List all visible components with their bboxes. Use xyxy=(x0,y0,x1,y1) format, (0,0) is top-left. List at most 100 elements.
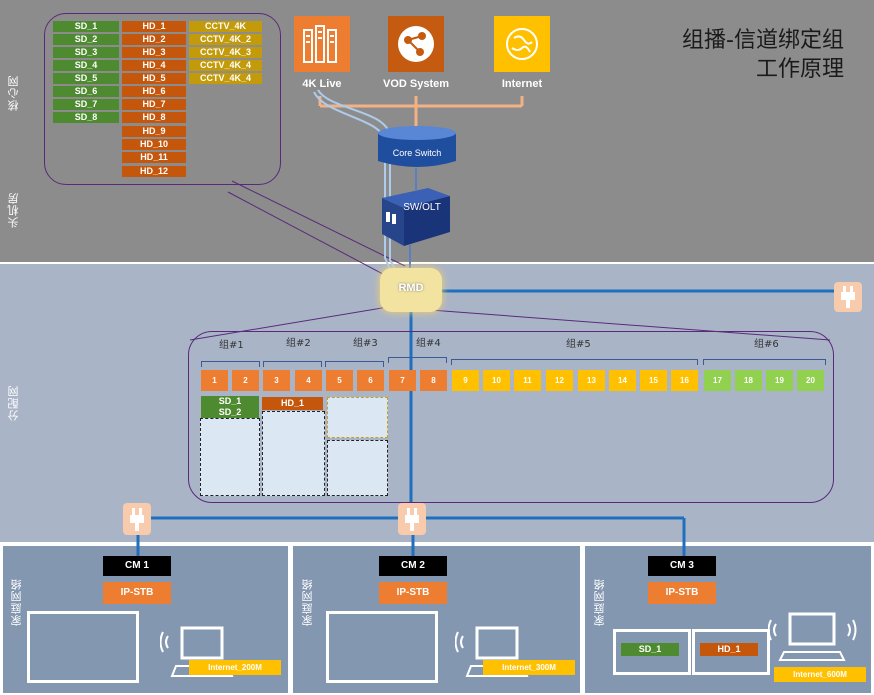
group-label-5: 组#5 xyxy=(566,339,591,350)
group3-spare-capacity-top xyxy=(327,397,388,438)
sd-channel-2: SD_2 xyxy=(53,34,119,45)
4k-live-label: 4K Live xyxy=(302,78,342,90)
hd-channel-8: HD_8 xyxy=(122,112,186,123)
group-label-3: 组#3 xyxy=(353,338,378,349)
hd-channel-4: HD_4 xyxy=(122,60,186,71)
right-tap-icon xyxy=(834,282,862,312)
internet-speed-2: Internet_300M xyxy=(483,660,575,675)
group-label-6: 组#6 xyxy=(754,339,779,350)
tv3b-channel: HD_1 xyxy=(700,643,758,656)
sd-channel-6: SD_6 xyxy=(53,86,119,97)
group-tile-16: 16 xyxy=(671,370,698,391)
tv-icon-3b xyxy=(692,629,770,675)
group-tile-8: 8 xyxy=(420,370,447,391)
ip-stb-3: IP-STB xyxy=(648,582,716,604)
internet-speed-3: Internet_600M xyxy=(774,667,866,682)
callout-line-1 xyxy=(231,180,406,267)
core-switch-icon xyxy=(378,126,456,167)
group-bracket-6 xyxy=(703,359,826,365)
group2-spare-capacity xyxy=(262,411,325,496)
sd-channel-8: SD_8 xyxy=(53,112,119,123)
group1-content-sd2: SD_2 xyxy=(201,407,259,418)
group-tile-7: 7 xyxy=(389,370,416,391)
hd-channel-2: HD_2 xyxy=(122,34,186,45)
hd-channel-6: HD_6 xyxy=(122,86,186,97)
group2-content-hd1: HD_1 xyxy=(262,397,323,410)
tap-icon-1 xyxy=(123,503,151,535)
callout-line-2 xyxy=(227,191,399,283)
sd-channel-4: SD_4 xyxy=(53,60,119,71)
internet-speed-1: Internet_200M xyxy=(189,660,281,675)
group-bracket-1 xyxy=(201,361,260,367)
group-callout-left xyxy=(189,304,401,341)
title-line-2: 工作原理 xyxy=(755,57,844,82)
cctv-channel-5: CCTV_4K_4 xyxy=(189,73,262,84)
cctv-channel-1: CCTV_4K xyxy=(189,21,262,32)
group-bracket-3 xyxy=(325,361,384,367)
sd-channel-3: SD_3 xyxy=(53,47,119,58)
group-tile-20: 20 xyxy=(797,370,824,391)
vod-system-label: VOD System xyxy=(382,78,450,90)
group-tile-17: 17 xyxy=(704,370,731,391)
group1-spare-capacity xyxy=(200,418,260,496)
cable-modem-1: CM 1 xyxy=(103,556,171,576)
group-tile-19: 19 xyxy=(766,370,793,391)
hd-channel-5: HD_5 xyxy=(122,73,186,84)
hd-channel-10: HD_10 xyxy=(122,139,186,150)
internet-icon xyxy=(494,16,550,72)
cctv-channel-4: CCTV_4K_4 xyxy=(189,60,262,71)
hd-channel-3: HD_3 xyxy=(122,47,186,58)
group-tile-12: 12 xyxy=(546,370,573,391)
group-bracket-4 xyxy=(388,357,447,363)
sd-channel-7: SD_7 xyxy=(53,99,119,110)
group-tile-3: 3 xyxy=(263,370,290,391)
group-tile-5: 5 xyxy=(326,370,353,391)
cable-modem-2: CM 2 xyxy=(379,556,447,576)
group-tile-6: 6 xyxy=(357,370,384,391)
group-label-1: 组#1 xyxy=(219,340,244,351)
vod-system-icon xyxy=(388,16,444,72)
group-label-4: 组#4 xyxy=(416,338,441,349)
internet-label: Internet xyxy=(501,78,543,90)
group-callout-right xyxy=(429,309,831,341)
group-tile-1: 1 xyxy=(201,370,228,391)
cctv-channel-2: CCTV_4K_2 xyxy=(189,34,262,45)
group-tile-13: 13 xyxy=(578,370,605,391)
hd-channel-7: HD_7 xyxy=(122,99,186,110)
group-tile-4: 4 xyxy=(295,370,322,391)
group-label-2: 组#2 xyxy=(286,338,311,349)
group-panel xyxy=(188,331,834,503)
ip-stb-1: IP-STB xyxy=(103,582,171,604)
hd-channel-12: HD_12 xyxy=(122,166,186,177)
group-bracket-5 xyxy=(451,359,698,365)
laptop-icon-3 xyxy=(768,612,857,661)
channel-list-panel xyxy=(44,13,281,185)
group1-content-sd1: SD_1 xyxy=(201,396,259,407)
hd-channel-11: HD_11 xyxy=(122,152,186,163)
sd-channel-5: SD_5 xyxy=(53,73,119,84)
ip-stb-2: IP-STB xyxy=(379,582,447,604)
multicast-path-1 xyxy=(317,89,401,279)
rmd-device xyxy=(380,268,442,312)
4k-live-icon xyxy=(294,16,350,72)
diagram-title: 组播-信道绑定组 工作原理 xyxy=(682,26,844,84)
rmd-label: RMD xyxy=(398,282,424,294)
olt-icon xyxy=(382,188,450,246)
group-tile-10: 10 xyxy=(483,370,510,391)
group-tile-9: 9 xyxy=(452,370,479,391)
group-tile-18: 18 xyxy=(735,370,762,391)
cable-modem-3: CM 3 xyxy=(648,556,716,576)
tv-icon-2 xyxy=(326,611,438,683)
cctv-channel-3: CCTV_4K_3 xyxy=(189,47,262,58)
hd-channel-1: HD_1 xyxy=(122,21,186,32)
tv3a-channel: SD_1 xyxy=(621,643,679,656)
title-line-1: 组播-信道绑定组 xyxy=(682,28,844,53)
olt-label: SW/OLT xyxy=(403,202,441,213)
group-tile-15: 15 xyxy=(640,370,667,391)
hd-channel-9: HD_9 xyxy=(122,126,186,137)
sd-channel-1: SD_1 xyxy=(53,21,119,32)
core-switch-label: Core Switch xyxy=(392,148,442,158)
group3-spare-capacity-bottom xyxy=(327,440,388,496)
tap-icon-2 xyxy=(398,503,426,535)
